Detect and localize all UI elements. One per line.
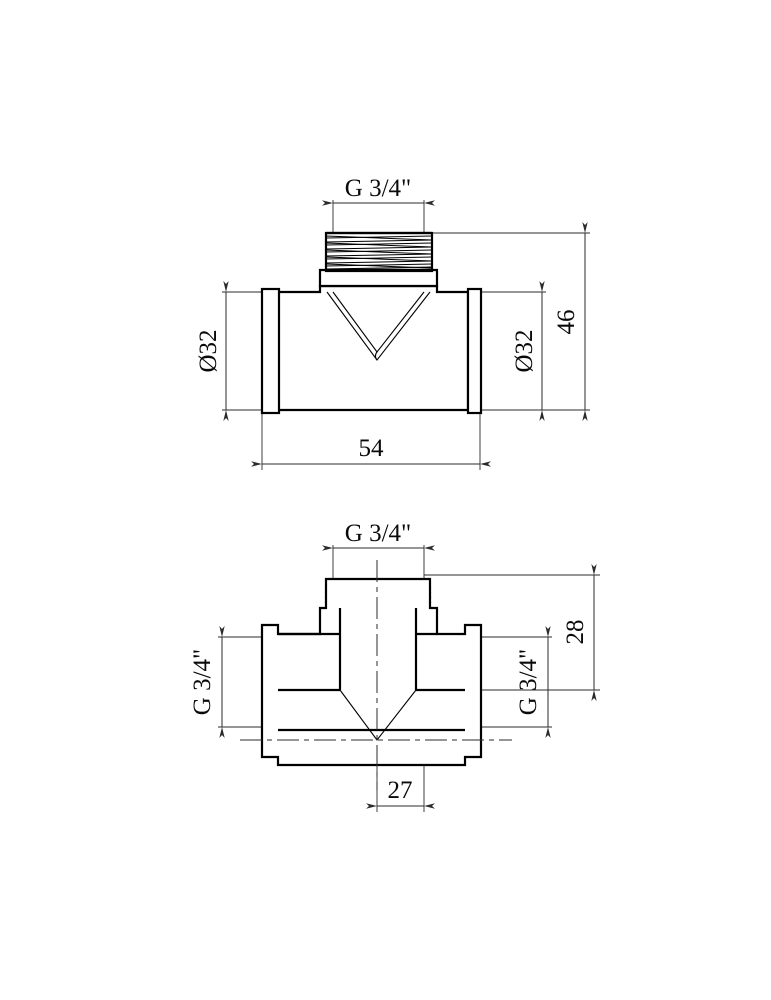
tee-body-outline [276,284,470,412]
dim-branch-height: 28 [562,564,597,701]
dim-label-branch-thread-section: G 3/4" [345,520,411,547]
dim-right-port-thread: G 3/4" [515,626,551,738]
dim-label-branch-height: 28 [562,620,589,645]
branch-junction-fillet [326,291,431,361]
branch-male-thread [324,231,434,273]
dim-label-right-socket-diameter: Ø32 [511,329,538,372]
right-socket-collar [466,287,483,415]
dim-left-port-thread: G 3/4" [189,626,225,738]
dim-label-overall-length: 54 [359,435,385,462]
top-view-group: G 3/4" Ø32 Ø32 46 54 [195,175,590,470]
dim-left-socket-diameter: Ø32 [195,281,229,421]
dim-right-socket-diameter: Ø32 [511,281,545,421]
section-outline [260,577,483,767]
dim-label-bore-width: 27 [388,777,413,804]
left-socket-collar [260,287,281,415]
dim-label-left-socket-diameter: Ø32 [195,329,222,372]
dim-bore-width: 27 [366,777,435,809]
branch-shoulder [318,268,439,288]
section-view-extension-lines [218,545,600,812]
dim-label-left-port-thread: G 3/4" [189,649,216,715]
dim-overall-height: 46 [553,222,588,421]
dim-label-overall-height: 46 [553,310,580,335]
top-view-extension-lines [222,200,590,470]
dim-branch-thread-section: G 3/4" [322,520,435,551]
section-view-group: G 3/4" G 3/4" G 3/4" 28 27 [189,520,600,812]
dim-label-branch-thread-top: G 3/4" [345,175,411,202]
dim-overall-length: 54 [251,435,491,467]
dim-label-right-port-thread: G 3/4" [515,649,542,715]
dim-branch-thread-top: G 3/4" [322,175,435,206]
